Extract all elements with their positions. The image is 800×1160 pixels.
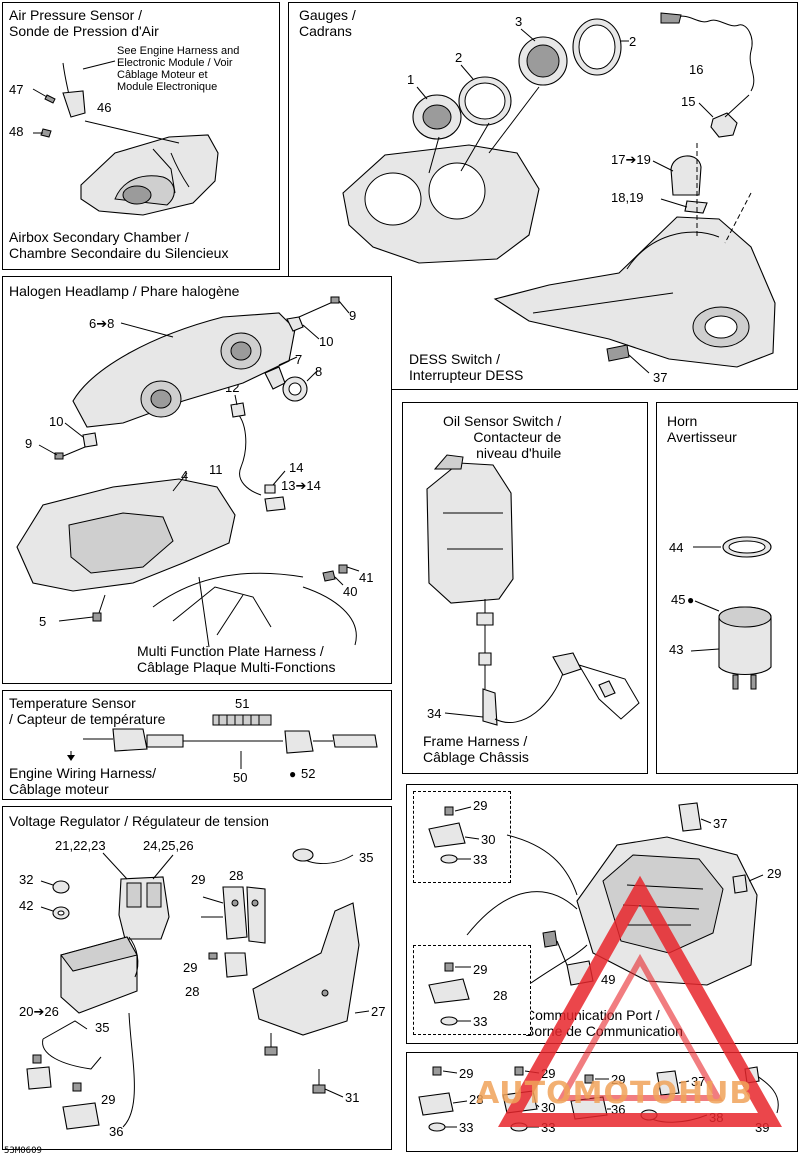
part-label-11: 11 [209,462,223,477]
multifunction-footer: Multi Function Plate Harness / Câblage P… [137,643,336,675]
part-label-14: 14 [289,460,304,475]
voltage-title: Voltage Regulator / Régulateur de tensio… [9,813,269,829]
part-label-40: 40 [343,584,358,599]
frame-harness-footer: Frame Harness / Câblage Châssis [423,733,529,765]
panel-voltage-regulator: Voltage Regulator / Régulateur de tensio… [2,806,392,1150]
part-label-50: 50 [233,770,248,785]
part-label-17-19: 17➔19 [611,152,651,167]
part-label-15: 15 [681,94,696,109]
part-label-16: 16 [689,62,704,77]
part-label-20-26: 20➔26 [19,1004,59,1019]
part-label-41: 41 [359,570,374,585]
part-label-29b: 29 [183,960,198,975]
part-label-3: 3 [515,14,523,29]
part-label-42: 42 [19,898,34,913]
part-label-9b: 9 [25,436,33,451]
part-label-2a: 2 [455,50,463,65]
part-label-18-19: 18,19 [611,190,644,205]
part-label-6-8: 6➔8 [89,316,115,331]
panel-halogen-headlamp: Halogen Headlamp / Phare halogène 6➔8 9 … [2,276,392,684]
part-label-37b: 37 [713,816,728,831]
part-label-48: 48 [9,124,24,139]
temperature-drawing [67,714,378,769]
part-label-52: 52 [301,766,316,781]
part-label-28a: 28 [229,868,244,883]
airbox-footer: Airbox Secondary Chamber / Chambre Secon… [9,229,229,261]
horn-title: Horn Avertisseur [667,413,737,445]
part-label-47: 47 [9,82,24,97]
panel-air-pressure-sensor: Air Pressure Sensor / Sonde de Pression … [2,2,280,270]
gauges-title: Gauges / Cadrans [299,7,356,39]
part-label-2b: 2 [629,34,637,49]
oil-sensor-title: Oil Sensor Switch / Contacteur de niveau… [443,413,562,461]
part-label-35a: 35 [359,850,374,865]
part-label-29d: 29 [473,798,488,813]
part-label-9a: 9 [349,308,357,323]
part-label-51: 51 [235,696,250,711]
horn-drawing [690,536,772,690]
automotohub-logo-text: AUTOMOTOHUB [476,1076,754,1111]
dess-footer: DESS Switch / Interrupteur DESS [409,351,524,383]
oil-drop-icon-52: ● [289,767,297,781]
part-label-32: 32 [19,872,34,887]
panel-oil-sensor-switch: Oil Sensor Switch / Contacteur de niveau… [402,402,648,774]
airbox-chamber-drawing [32,60,219,216]
part-label-10a: 10 [319,334,334,349]
part-label-24-26: 24,25,26 [143,838,194,853]
part-label-7: 7 [295,352,303,367]
air-pressure-note: See Engine Harness and Electronic Module… [117,45,240,93]
part-label-28e: 28 [469,1092,484,1107]
part-label-29a: 29 [191,872,206,887]
headlamp-drawing [16,296,360,648]
part-label-35b: 35 [95,1020,110,1035]
part-label-27: 27 [371,1004,386,1019]
part-label-28b: 28 [185,984,200,999]
part-label-43: 43 [669,642,684,657]
headlamp-title: Halogen Headlamp / Phare halogène [9,283,240,299]
part-label-34: 34 [427,706,442,721]
part-label-1: 1 [407,72,415,87]
part-label-31: 31 [345,1090,360,1105]
communication-drawing [428,802,764,1026]
part-label-33b: 33 [473,1014,488,1029]
gauges-drawing [342,12,776,374]
part-label-45: 45 [671,592,686,607]
part-label-8: 8 [315,364,323,379]
panel-horn: Horn Avertisseur 44 45 ● 43 [656,402,798,774]
part-label-5: 5 [39,614,47,629]
figure-code: 53M0609 [4,1146,42,1156]
part-label-36: 36 [109,1124,124,1139]
panel-temperature-sensor: Temperature Sensor / Capteur de températ… [2,690,392,800]
voltage-regulator-drawing [26,848,370,1130]
oil-drop-icon: ● [687,593,695,607]
part-label-30a: 30 [481,832,496,847]
engine-wiring-footer: Engine Wiring Harness/ Câblage moteur [9,765,157,797]
part-label-10b: 10 [49,414,64,429]
part-label-29c: 29 [101,1092,116,1107]
part-label-46: 46 [97,100,112,115]
panel-communication-port: Communication Port / Borne de Communicat… [406,784,798,1044]
part-label-37: 37 [653,370,668,385]
part-label-29f: 29 [473,962,488,977]
part-label-29g: 29 [459,1066,474,1081]
part-label-33c: 33 [459,1120,474,1135]
temperature-title: Temperature Sensor / Capteur de températ… [9,695,166,727]
oil-tank-drawing [426,454,640,726]
air-pressure-title: Air Pressure Sensor / Sonde de Pression … [9,7,159,39]
part-label-13-14: 13➔14 [281,478,321,493]
part-label-21-23: 21,22,23 [55,838,106,853]
part-label-44: 44 [669,540,684,555]
part-label-33a: 33 [473,852,488,867]
